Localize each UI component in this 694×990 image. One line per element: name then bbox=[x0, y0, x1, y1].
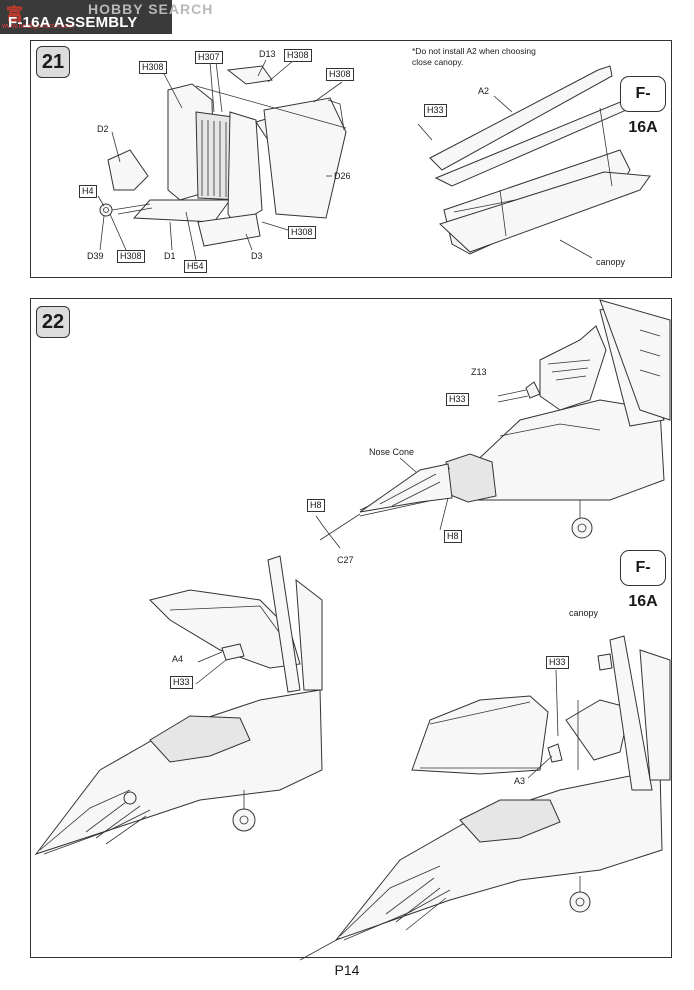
watermark-text: HOBBY SEARCH bbox=[88, 1, 214, 17]
part-callout-box: H8 bbox=[444, 530, 462, 543]
step-number: 21 bbox=[36, 46, 70, 78]
part-label: canopy bbox=[596, 257, 626, 267]
part-label: Z13 bbox=[471, 367, 487, 377]
part-label: Nose Cone bbox=[369, 447, 415, 457]
part-callout-box: H308 bbox=[326, 68, 354, 81]
part-label: canopy bbox=[569, 608, 599, 618]
part-callout-box: H33 bbox=[424, 104, 447, 117]
header-bar bbox=[0, 0, 172, 34]
part-label: D26 bbox=[334, 171, 351, 181]
aircraft-nose-cone-drawing bbox=[315, 299, 671, 549]
aircraft-closed-canopy-drawing bbox=[299, 635, 671, 961]
step-number: 22 bbox=[36, 306, 70, 338]
part-callout-box: H33 bbox=[446, 393, 469, 406]
part-callout-box: H8 bbox=[307, 499, 325, 512]
watermark-logo: 富 bbox=[6, 5, 23, 24]
ejection-seat-drawing bbox=[99, 65, 347, 247]
assembly-note: *Do not install A2 when choosing close c… bbox=[412, 46, 536, 67]
step-21-leaders bbox=[97, 59, 347, 261]
part-callout-box: H308 bbox=[288, 226, 316, 239]
part-callout-box: H4 bbox=[79, 185, 97, 198]
page-number: P14 bbox=[334, 962, 360, 978]
part-label: C27 bbox=[337, 555, 354, 565]
canopy-parts-drawing bbox=[417, 65, 651, 259]
section-title: F-16A ASSEMBLY bbox=[8, 14, 138, 31]
part-callout-box: H33 bbox=[546, 656, 569, 669]
part-label: A4 bbox=[172, 654, 184, 664]
part-callout-box: H308 bbox=[139, 61, 167, 74]
variant-badge: F-16A bbox=[620, 76, 666, 136]
variant-badge: F-16A bbox=[620, 550, 666, 610]
part-label: A3 bbox=[514, 776, 526, 786]
part-callout-box: H308 bbox=[284, 49, 312, 62]
part-label: D1 bbox=[164, 251, 176, 261]
part-callout-box: H308 bbox=[117, 250, 145, 263]
part-label: D13 bbox=[259, 49, 276, 59]
part-label: D2 bbox=[97, 124, 109, 134]
aircraft-open-canopy-drawing bbox=[34, 555, 323, 855]
part-callout-box: H54 bbox=[184, 260, 207, 273]
part-label: D3 bbox=[251, 251, 263, 261]
watermark-url: www.hobbysearch.com bbox=[2, 23, 74, 30]
part-callout-box: H33 bbox=[170, 676, 193, 689]
part-callout-box: H307 bbox=[195, 51, 223, 64]
part-label: A2 bbox=[478, 86, 490, 96]
part-label: D39 bbox=[87, 251, 104, 261]
